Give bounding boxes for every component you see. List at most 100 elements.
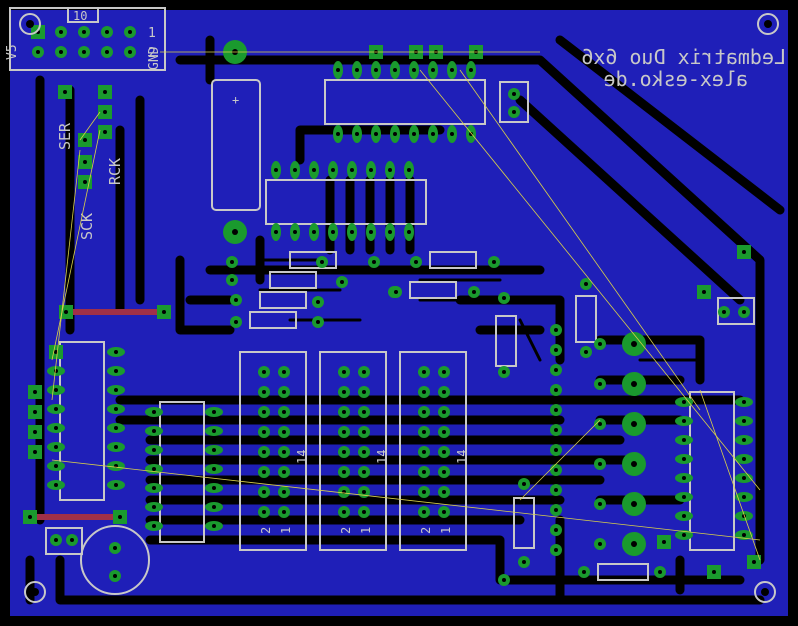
pad-drill-67 bbox=[114, 388, 118, 392]
pad-drill-137 bbox=[442, 450, 446, 454]
pad-drill-34 bbox=[274, 230, 278, 234]
pad-drill-87 bbox=[212, 448, 216, 452]
pad-drill-160 bbox=[584, 282, 588, 286]
resistor-r8-outline bbox=[249, 311, 297, 329]
pad-drill-108 bbox=[262, 490, 266, 494]
cap-plus-mark: + bbox=[232, 93, 239, 107]
resistor-r4-outline bbox=[597, 563, 649, 581]
pad-drill-28 bbox=[469, 132, 473, 136]
pad-drill-17 bbox=[374, 68, 378, 72]
pad-drill-63 bbox=[114, 350, 118, 354]
connector-c-outline bbox=[399, 351, 467, 551]
pad-drill-139 bbox=[442, 470, 446, 474]
pad-drill-155 bbox=[492, 260, 496, 264]
pad-drill-69 bbox=[114, 407, 118, 411]
pad-drill-64 bbox=[54, 369, 58, 373]
airwires bbox=[51, 51, 761, 561]
pad-drill-173 bbox=[554, 448, 558, 452]
pad-drill-183 bbox=[631, 421, 637, 427]
pad-drill-195 bbox=[682, 438, 686, 442]
pad-drill-125 bbox=[362, 490, 366, 494]
resistor-r5-outline bbox=[289, 251, 337, 269]
pad-drill-4 bbox=[59, 50, 63, 54]
pad-drill-140 bbox=[422, 490, 426, 494]
pad-drill-151 bbox=[316, 320, 320, 324]
pad-drill-47 bbox=[407, 168, 411, 172]
pad-drill-197 bbox=[682, 457, 686, 461]
pad-drill-39 bbox=[331, 168, 335, 172]
airwire-223 bbox=[51, 459, 761, 541]
pad-drill-211 bbox=[662, 540, 666, 544]
pad-drill-10 bbox=[128, 50, 132, 54]
pad-drill-48 bbox=[407, 230, 411, 234]
pad-drill-177 bbox=[554, 528, 558, 532]
pad-drill-184 bbox=[598, 422, 602, 426]
pad-drill-156 bbox=[394, 290, 398, 294]
ic-top-outline bbox=[324, 79, 486, 125]
pad-drill-128 bbox=[422, 370, 426, 374]
header-left-label: V5 bbox=[5, 44, 20, 60]
pad-drill-83 bbox=[212, 410, 216, 414]
header-pin2-label: 2 bbox=[148, 46, 156, 61]
mount-hole-top-left-drill bbox=[26, 20, 34, 28]
pad-drill-35 bbox=[293, 168, 297, 172]
pad-drill-84 bbox=[152, 429, 156, 433]
pad-drill-134 bbox=[422, 430, 426, 434]
mount-hole-bottom-right-drill bbox=[761, 588, 769, 596]
conn-b-pin-first: 1 bbox=[359, 527, 373, 534]
pad-drill-170 bbox=[554, 388, 558, 392]
pad-drill-95 bbox=[212, 524, 216, 528]
pad-drill-200 bbox=[742, 476, 746, 480]
pad-drill-171 bbox=[554, 408, 558, 412]
pad-drill-158 bbox=[502, 296, 506, 300]
pad-drill-97 bbox=[282, 370, 286, 374]
conn-c-pin-first: 1 bbox=[439, 527, 453, 534]
pad-drill-12 bbox=[232, 229, 238, 235]
pad-drill-114 bbox=[342, 390, 346, 394]
pad-drill-57 bbox=[83, 180, 87, 184]
mount-hole-bottom-right bbox=[754, 581, 776, 603]
pad-drill-58 bbox=[64, 310, 68, 314]
pad-drill-163 bbox=[522, 560, 526, 564]
connector-a-outline bbox=[239, 351, 307, 551]
pad-drill-92 bbox=[152, 505, 156, 509]
pad-drill-162 bbox=[522, 482, 526, 486]
pad-drill-13 bbox=[336, 68, 340, 72]
pad-drill-3 bbox=[59, 30, 63, 34]
pad-drill-100 bbox=[262, 410, 266, 414]
pad-drill-148 bbox=[320, 260, 324, 264]
pad-drill-193 bbox=[682, 419, 686, 423]
pad-drill-154 bbox=[414, 260, 418, 264]
airwire-226 bbox=[699, 389, 761, 561]
pad-drill-209 bbox=[722, 310, 726, 314]
pad-drill-208 bbox=[702, 290, 706, 294]
pad-drill-68 bbox=[54, 407, 58, 411]
pad-drill-26 bbox=[450, 132, 454, 136]
pad-drill-214 bbox=[54, 538, 58, 542]
pad-drill-138 bbox=[422, 470, 426, 474]
pad-drill-86 bbox=[152, 448, 156, 452]
pad-drill-202 bbox=[742, 495, 746, 499]
pad-drill-65 bbox=[114, 369, 118, 373]
pad-drill-70 bbox=[54, 426, 58, 430]
pad-drill-144 bbox=[230, 260, 234, 264]
pads bbox=[23, 25, 761, 586]
pad-drill-102 bbox=[262, 430, 266, 434]
pad-drill-157 bbox=[472, 290, 476, 294]
pad-drill-60 bbox=[28, 515, 32, 519]
pad-drill-101 bbox=[282, 410, 286, 414]
pad-drill-72 bbox=[54, 445, 58, 449]
pad-drill-88 bbox=[152, 467, 156, 471]
pad-drill-142 bbox=[422, 510, 426, 514]
pad-drill-27 bbox=[469, 68, 473, 72]
isolation-tracks bbox=[25, 35, 785, 605]
pad-drill-180 bbox=[598, 342, 602, 346]
pad-drill-159 bbox=[502, 370, 506, 374]
pad-drill-85 bbox=[212, 429, 216, 433]
conn-b-pin-second: 2 bbox=[339, 527, 353, 534]
resistor-r2-outline bbox=[495, 315, 517, 367]
pad-drill-38 bbox=[312, 230, 316, 234]
pad-drill-93 bbox=[212, 505, 216, 509]
pad-drill-182 bbox=[598, 382, 602, 386]
pad-drill-212 bbox=[712, 570, 716, 574]
